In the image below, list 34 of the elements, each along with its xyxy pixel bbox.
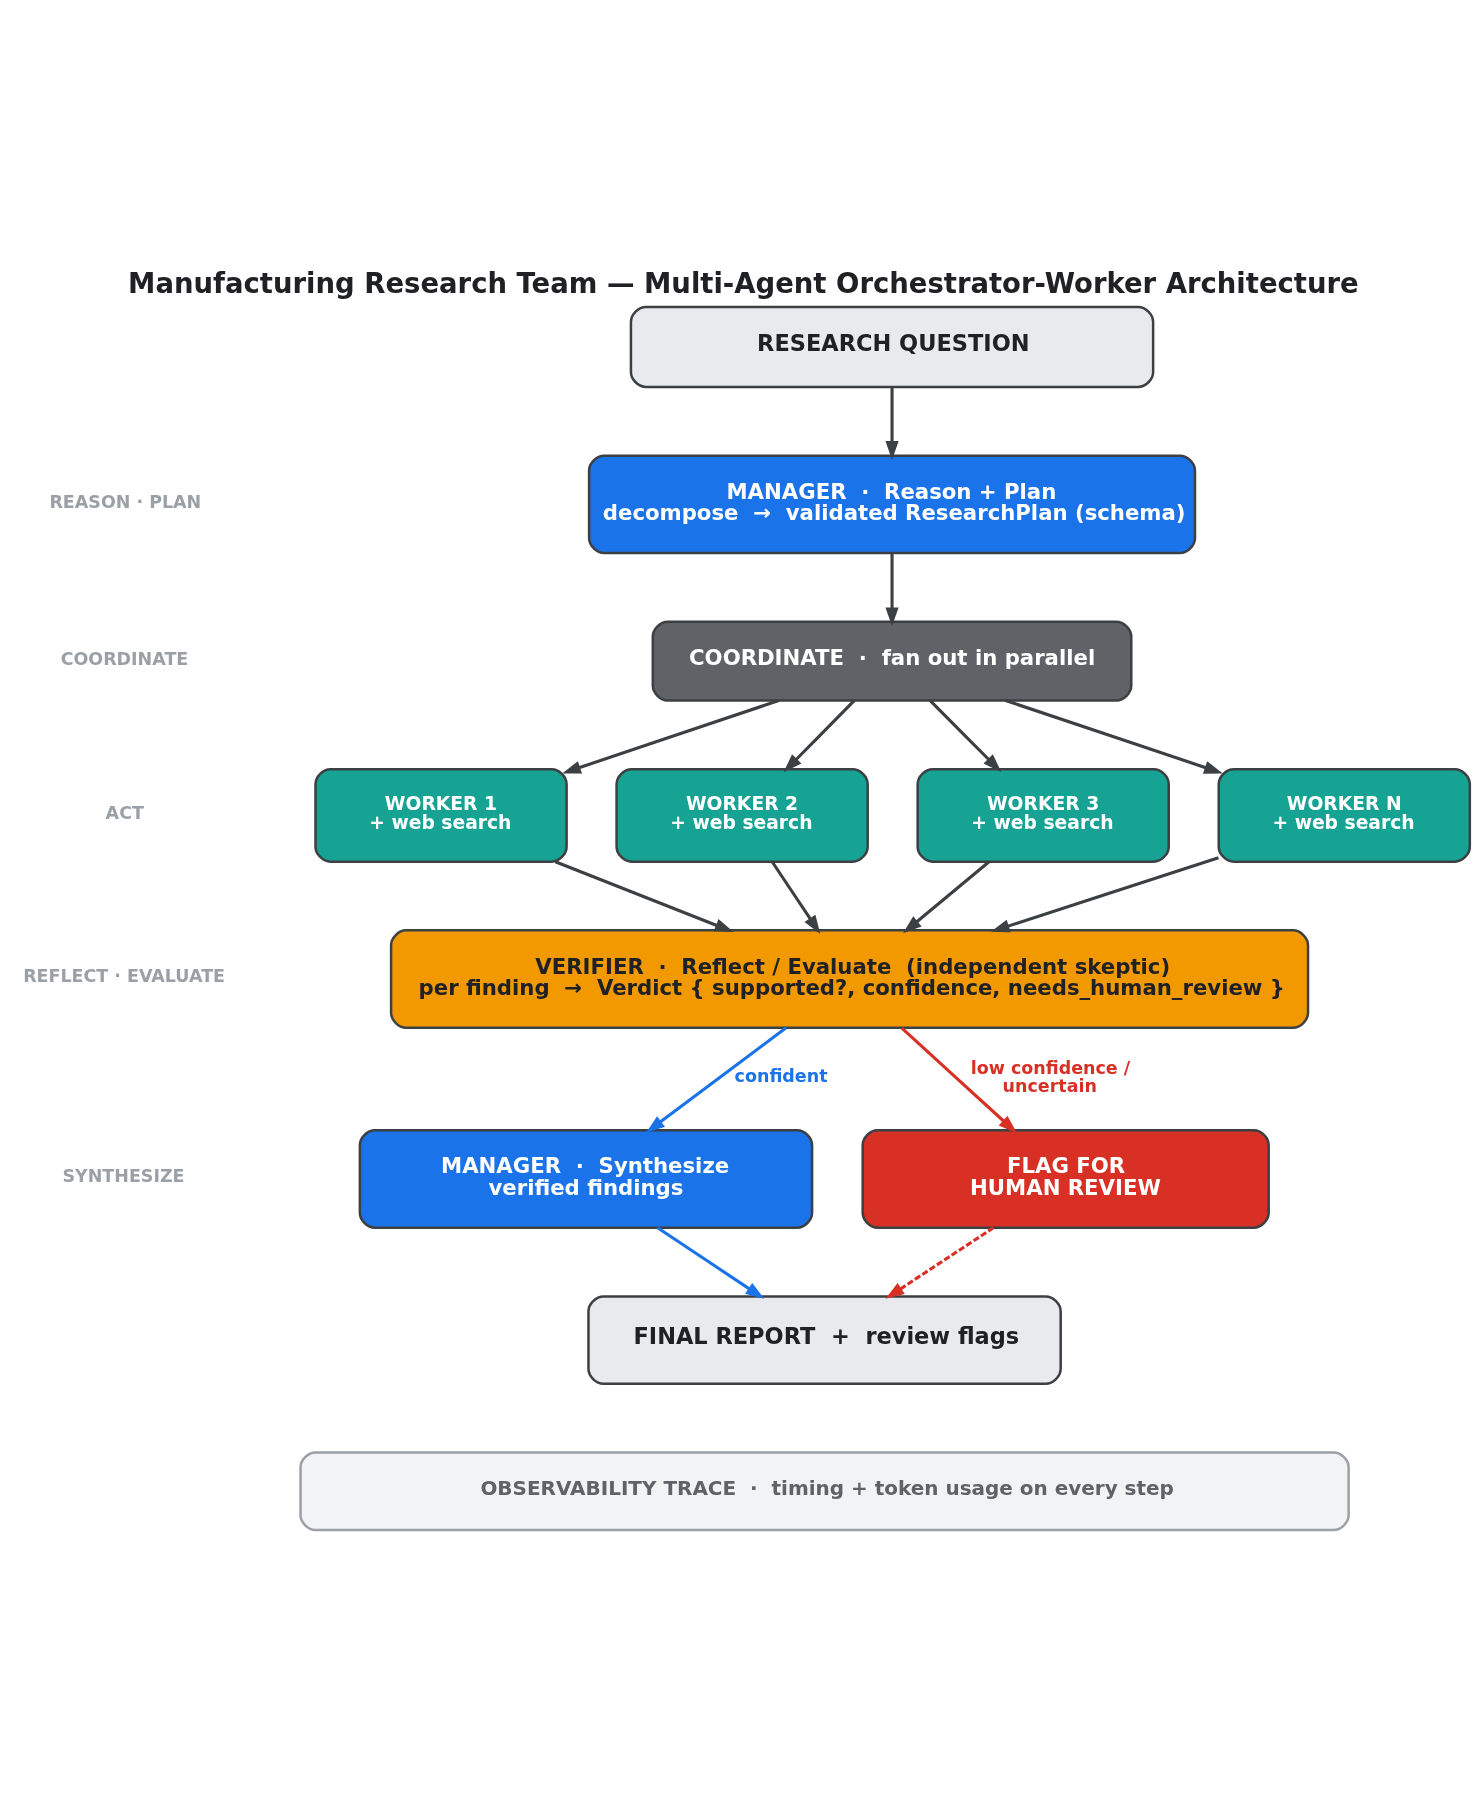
arrow: [885, 553, 899, 627]
node-box: RESEARCH QUESTION: [629, 305, 1155, 389]
arrow: [900, 1026, 1017, 1134]
arrow: [783, 699, 856, 773]
arrow: [885, 1226, 995, 1299]
arrow: [646, 1026, 788, 1133]
node-box: FINAL REPORT + review flags: [587, 1295, 1062, 1386]
arrow: [656, 1226, 765, 1299]
node-box: OBSERVABILITY TRACE · timing + token usage on every step: [299, 1451, 1350, 1532]
edge-label: confident: [734, 1066, 828, 1087]
label: SYNTHESIZE: [62, 1166, 185, 1187]
node-box: MANAGER · Reason + Plan decompose → validated ResearchPlan (schema): [587, 454, 1197, 555]
node-box: COORDINATE · fan out in parallel: [651, 620, 1133, 702]
arrow: [562, 699, 780, 774]
node-box: MANAGER · Synthesize verified findings: [358, 1129, 814, 1229]
diagram-title: Manufacturing Research Team — Multi-Agent Orchestrator-Worker Architecture: [128, 266, 1359, 299]
node-box: WORKER 1 + web search: [314, 767, 568, 863]
node-box: FLAG FOR HUMAN REVIEW: [861, 1129, 1270, 1229]
label: REASON · PLAN: [49, 491, 202, 512]
node-box: WORKER N + web search: [1217, 767, 1472, 863]
label: COORDINATE: [60, 648, 189, 669]
node-box: WORKER 3 + web search: [916, 767, 1170, 863]
arrow: [554, 860, 734, 933]
arrow: [885, 387, 899, 460]
node-box: WORKER 2 + web search: [615, 767, 869, 863]
arrow: [929, 699, 1002, 773]
node-box: VERIFIER · Reflect / Evaluate (independent skeptic) per finding → Verdict { supported?, confidence, needs_human_review }: [389, 929, 1310, 1030]
arrow: [771, 861, 821, 934]
label: REFLECT · EVALUATE: [23, 966, 226, 987]
edge-label: low confidence / uncertain: [970, 1058, 1131, 1096]
arrow: [903, 860, 990, 934]
arrow: [1005, 699, 1223, 774]
label: ACT: [105, 802, 144, 823]
arrow: [990, 856, 1219, 933]
